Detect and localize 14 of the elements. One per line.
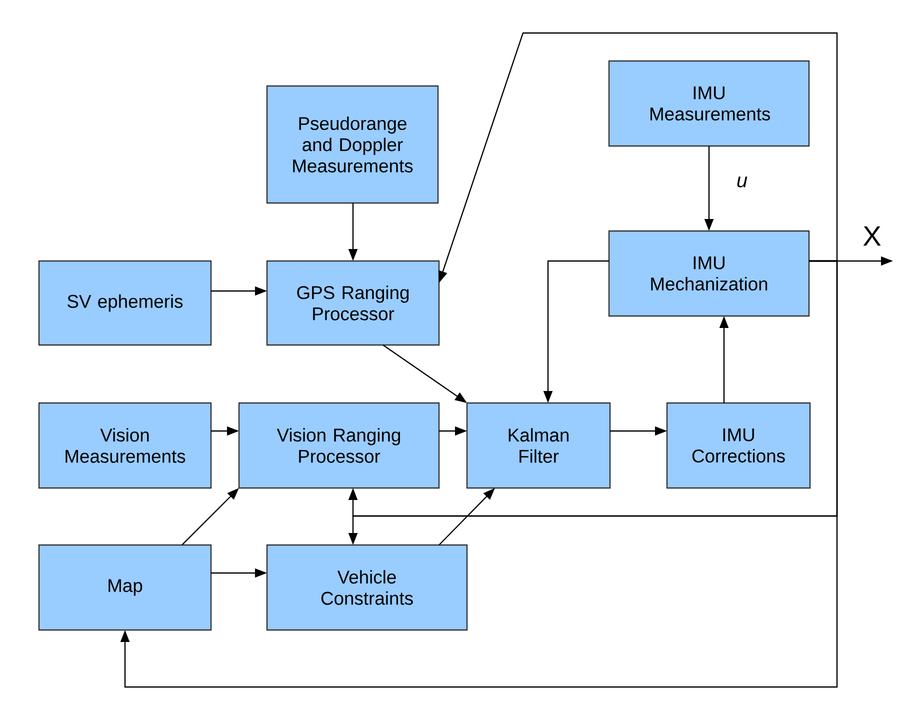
process-box: Vehicle Constraints: [266, 544, 468, 631]
process-box: IMU Corrections: [666, 402, 811, 489]
process-box: Pseudorange and Doppler Measurements: [266, 85, 439, 204]
process-box: Vision Measurements: [38, 402, 212, 489]
process-box: GPS Ranging Processor: [266, 260, 440, 346]
process-box: Kalman Filter: [466, 402, 611, 489]
arrow: [120, 260, 838, 688]
process-box: IMU Measurements: [608, 60, 810, 147]
edge-label: X: [863, 226, 881, 246]
process-box: Vision Ranging Processor: [238, 402, 440, 489]
edge-label: u: [737, 176, 748, 188]
process-box: IMU Mechanization: [608, 230, 810, 317]
process-box: SV ephemeris: [38, 260, 212, 346]
process-box: Map: [38, 544, 212, 631]
